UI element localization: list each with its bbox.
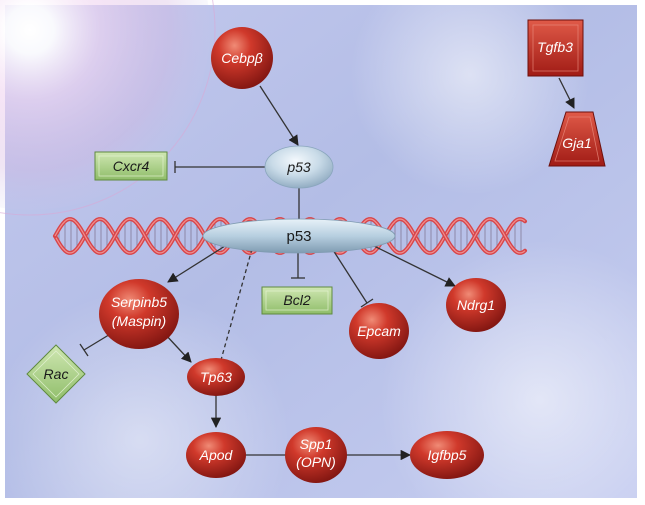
edge-cebpb-to-p53 (259, 85, 299, 146)
inhibit-bar-epcam (360, 298, 374, 308)
node-p53-dna-label: p53 (286, 228, 311, 245)
node-tp63: Tp63 (187, 358, 245, 396)
node-epcam-label: Epcam (357, 323, 401, 339)
edge-tgfb3-to-gja1 (558, 77, 575, 109)
edge-p53-to-tp63-dashed (220, 248, 253, 361)
node-cebpb: Cebpβ (211, 27, 273, 89)
edge-serpinb5-inhibits-rac (83, 332, 113, 351)
node-ndrg1-label: Ndrg1 (457, 297, 495, 313)
inhibit-bar-rac (79, 343, 89, 357)
node-maspin-label: (Maspin) (112, 313, 166, 329)
node-apod: Apod (186, 432, 246, 478)
node-gja1-label: Gja1 (562, 135, 592, 151)
node-igfbp5: Igfbp5 (410, 431, 484, 479)
edge-p53-to-ndrg1 (369, 243, 456, 287)
node-ndrg1: Ndrg1 (446, 278, 506, 332)
node-spp1-label: Spp1 (300, 436, 333, 452)
node-cebpb-label: Cebpβ (221, 50, 262, 66)
node-p53-dna: p53 (202, 218, 396, 254)
node-epcam: Epcam (349, 303, 409, 359)
node-opn-label: (OPN) (296, 454, 336, 470)
node-serpinb5-label: Serpinb5 (111, 294, 167, 310)
node-gja1: Gja1 (548, 111, 606, 167)
node-spp1: Spp1 (OPN) (285, 427, 347, 483)
edge-serpinb5-to-tp63 (164, 333, 192, 363)
node-serpinb5: Serpinb5 (Maspin) (99, 279, 179, 349)
edges (79, 77, 575, 462)
edge-p53-to-serpinb5 (167, 245, 226, 283)
node-tgfb3: Tgfb3 (527, 19, 584, 77)
node-tp63-label: Tp63 (200, 369, 232, 385)
node-rac-label: Rac (44, 366, 69, 382)
node-cxcr4: Cxcr4 (94, 151, 168, 181)
node-p53-top: p53 (264, 145, 334, 189)
node-bcl2: Bcl2 (261, 286, 333, 315)
node-rac: Rac (26, 344, 86, 404)
node-tgfb3-label: Tgfb3 (537, 39, 573, 55)
node-bcl2-label: Bcl2 (283, 292, 310, 308)
node-cxcr4-label: Cxcr4 (113, 158, 150, 174)
edge-p53-inhibits-epcam (332, 249, 368, 304)
node-p53-top-label: p53 (286, 159, 311, 175)
node-igfbp5-label: Igfbp5 (428, 447, 467, 463)
node-apod-label: Apod (199, 447, 234, 463)
